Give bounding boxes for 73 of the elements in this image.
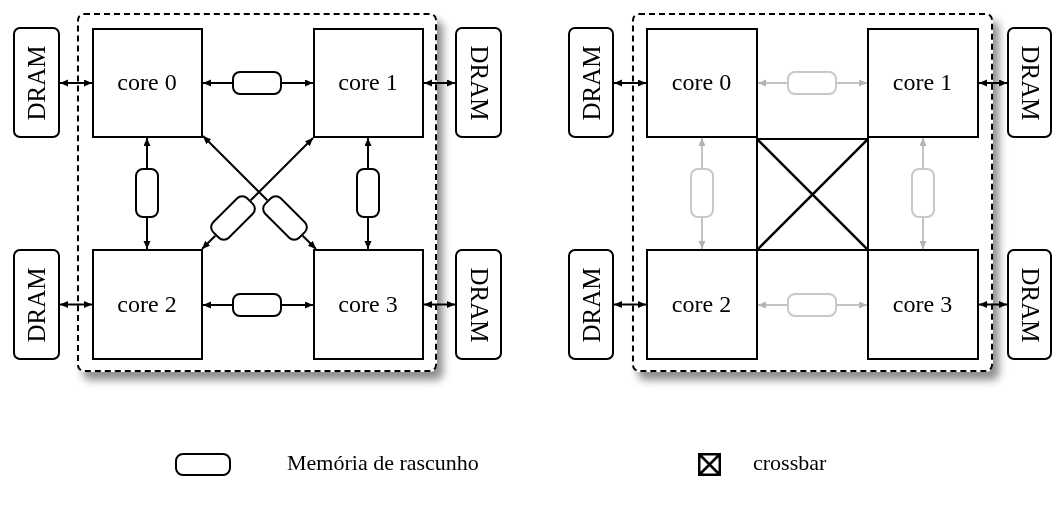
arrow xyxy=(249,137,314,202)
core-box xyxy=(312,248,424,360)
scratchpad-memory-box xyxy=(910,167,935,218)
dram-label: DRAM xyxy=(464,267,493,342)
arrow xyxy=(698,137,706,169)
crossbar-box xyxy=(755,137,869,251)
arrow xyxy=(202,79,233,87)
scratchpad-memory-box xyxy=(355,167,380,218)
arrow xyxy=(143,217,151,250)
core-label: core 0 xyxy=(117,69,177,96)
core-box xyxy=(91,27,203,138)
core-label: core 3 xyxy=(892,290,953,318)
chip-outline xyxy=(632,13,993,372)
legend-label: Memória de rascunho xyxy=(287,450,479,476)
core-label: core 1 xyxy=(338,69,398,96)
arrow xyxy=(757,301,788,309)
dram-box xyxy=(455,27,502,138)
arrow xyxy=(613,301,647,308)
core-label: core 1 xyxy=(892,69,953,96)
arrow xyxy=(613,79,647,87)
arrow xyxy=(757,79,788,87)
core-box xyxy=(645,27,758,138)
arrow xyxy=(59,301,93,308)
scratchpad-memory-box xyxy=(231,70,282,95)
dram-label: DRAM xyxy=(577,267,605,342)
arrow xyxy=(281,79,314,87)
arrow xyxy=(836,79,868,87)
arrow xyxy=(919,137,927,169)
dram-box xyxy=(568,27,614,138)
scratchpad-memory-box xyxy=(689,167,714,218)
arrow xyxy=(978,301,1008,308)
arrow xyxy=(143,137,151,169)
arrow xyxy=(364,137,372,169)
core-label: core 2 xyxy=(117,290,177,318)
dram-label: DRAM xyxy=(1015,45,1044,120)
arrow xyxy=(202,135,269,202)
core-box xyxy=(91,248,203,360)
scratchpad-memory-box xyxy=(231,292,282,317)
core-label: core 3 xyxy=(338,290,398,318)
chip-outline xyxy=(77,13,437,372)
arrow xyxy=(423,79,456,87)
legend-label: crossbar xyxy=(753,450,827,476)
arrow xyxy=(281,301,314,309)
arrow xyxy=(202,301,233,309)
core-box xyxy=(312,27,424,138)
arrow xyxy=(301,234,317,250)
dram-box xyxy=(455,249,502,360)
core-label: core 2 xyxy=(671,290,732,318)
arrow xyxy=(978,79,1008,87)
dram-box xyxy=(13,249,60,360)
dram-label: DRAM xyxy=(22,267,51,342)
arrow xyxy=(919,217,927,250)
dram-label: DRAM xyxy=(577,45,605,120)
dram-label: DRAM xyxy=(22,45,51,120)
arrow xyxy=(423,301,456,308)
core-box xyxy=(866,27,979,138)
dram-box xyxy=(1007,249,1052,360)
arrow xyxy=(59,79,93,87)
arrow xyxy=(201,234,217,250)
core-box xyxy=(645,248,758,360)
core-box xyxy=(866,248,979,360)
scratchpad-memory-box xyxy=(786,292,837,317)
dram-label: DRAM xyxy=(1015,267,1044,342)
dram-box xyxy=(1007,27,1052,138)
dram-box xyxy=(568,249,614,360)
dram-label: DRAM xyxy=(464,45,493,120)
dram-box xyxy=(13,27,60,138)
scratchpad-memory-box xyxy=(134,167,159,218)
scratchpad-memory-box xyxy=(786,70,837,95)
arrow xyxy=(698,217,706,250)
core-label: core 0 xyxy=(671,69,732,96)
arrow xyxy=(364,217,372,250)
arrow xyxy=(836,301,868,309)
